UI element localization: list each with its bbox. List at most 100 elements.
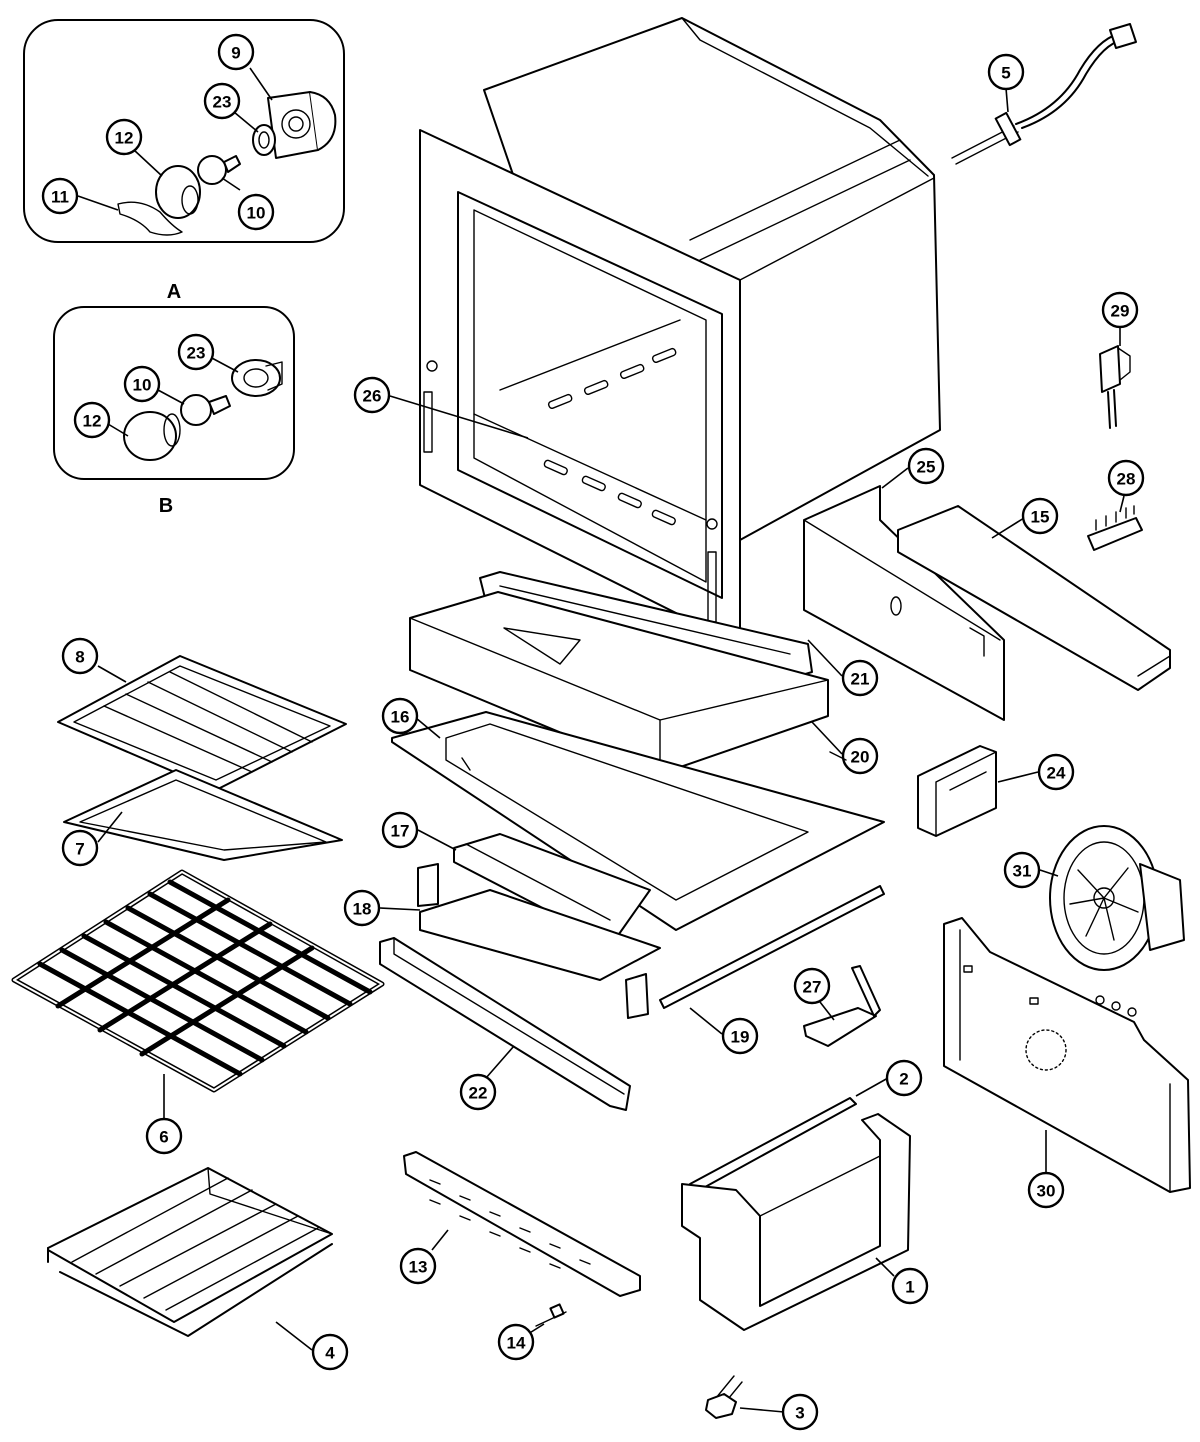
bottom-panel-16-part [391, 711, 885, 931]
callout-number: 16 [391, 708, 410, 727]
callout-21: 21 [841, 659, 879, 697]
tray-17-part [453, 833, 651, 945]
broiler-grid-8-part [57, 655, 347, 791]
callout-31: 31 [1003, 851, 1041, 889]
broil-rack-4-part [47, 1167, 333, 1337]
callout-number: 27 [803, 978, 822, 997]
callout-11: 11 [41, 177, 79, 215]
callout-number: 15 [1031, 508, 1050, 527]
callout-number: 17 [391, 822, 410, 841]
channel-15-part [897, 505, 1171, 691]
terminal-block-29-part [1099, 345, 1131, 429]
callout-number: 12 [115, 129, 134, 148]
callout-30: 30 [1027, 1171, 1065, 1209]
callout-15: 15 [1021, 497, 1059, 535]
callout-number: 6 [159, 1128, 168, 1147]
callout-number: 23 [187, 344, 206, 363]
callout-4: 4 [311, 1333, 349, 1371]
callout-number: 19 [731, 1028, 750, 1047]
bracket-24-part [917, 745, 997, 837]
callout-number: 30 [1037, 1182, 1056, 1201]
inset-a: 9 23 12 10 11 A [23, 19, 345, 303]
callout-25: 25 [907, 447, 945, 485]
callout-3: 3 [781, 1393, 819, 1431]
callout-1: 1 [891, 1267, 929, 1305]
callout-26: 26 [353, 376, 391, 414]
callout-10: 10 [123, 365, 161, 403]
terminal-block-28-part [1087, 505, 1143, 551]
callout-19: 19 [721, 1017, 759, 1055]
bracket-27-part [803, 965, 881, 1047]
oven-rack-6-part [11, 869, 385, 1093]
callout-28: 28 [1107, 459, 1145, 497]
socket-seal-b-part [231, 359, 283, 397]
callout-number: 31 [1013, 862, 1032, 881]
callout-10: 10 [237, 193, 275, 231]
callout-number: 26 [363, 387, 382, 406]
inset-a-label: A [167, 281, 181, 303]
bulb-cover-b-part [123, 411, 181, 461]
callout-number: 8 [75, 648, 84, 667]
callout-number: 20 [851, 748, 870, 767]
callout-number: 21 [851, 670, 870, 689]
rear-panel-25-part [803, 485, 1005, 721]
callout-number: 23 [213, 93, 232, 112]
callout-number: 18 [353, 900, 372, 919]
callout-number: 25 [917, 458, 936, 477]
bulb-b-part [180, 394, 231, 426]
bulb-cover-part [155, 165, 201, 219]
callout-number: 4 [325, 1344, 335, 1363]
screw-14-part [535, 1303, 567, 1327]
callout-2: 2 [885, 1059, 923, 1097]
side-rail-19-part [625, 885, 885, 1019]
callout-27: 27 [793, 967, 831, 1005]
callout-23: 23 [203, 82, 241, 120]
callout-number: 5 [1001, 64, 1010, 83]
callout-14: 14 [497, 1323, 535, 1361]
callout-22: 22 [459, 1073, 497, 1111]
callout-number: 12 [83, 412, 102, 431]
callout-number: 11 [51, 188, 69, 207]
callout-number: 1 [905, 1278, 914, 1297]
callout-number: 10 [247, 204, 266, 223]
callout-number: 24 [1047, 764, 1066, 783]
callout-8: 8 [61, 637, 99, 675]
callout-number: 14 [507, 1334, 526, 1353]
callout-number: 29 [1111, 302, 1130, 321]
light-socket-part [267, 91, 337, 159]
callout-29: 29 [1101, 291, 1139, 329]
oven-cavity-part [419, 17, 941, 646]
callout-number: 22 [469, 1084, 488, 1103]
broiler-pan-7-part [63, 769, 343, 861]
callout-16: 16 [381, 697, 419, 735]
callout-12: 12 [73, 401, 111, 439]
callout-number: 7 [75, 840, 84, 859]
callout-7: 7 [61, 829, 99, 867]
callout-18: 18 [343, 889, 381, 927]
callout-number: 2 [899, 1070, 908, 1089]
callout-number: 13 [409, 1258, 428, 1277]
callout-number: 28 [1117, 470, 1136, 489]
callout-number: 3 [795, 1404, 804, 1423]
callout-number: 10 [133, 376, 152, 395]
callout-24: 24 [1037, 753, 1075, 791]
front-rail-22-part [379, 937, 631, 1111]
socket-seal-part [252, 124, 276, 156]
callout-9: 9 [217, 33, 255, 71]
vent-panel-13-part [403, 1151, 641, 1297]
callout-12: 12 [105, 118, 143, 156]
convection-fan-31-part [1049, 825, 1185, 971]
bulb-part [197, 155, 241, 185]
insulation-18-part [417, 863, 661, 981]
callout-20: 20 [841, 737, 879, 775]
callout-number: 9 [231, 44, 240, 63]
power-cord-part [951, 23, 1137, 165]
callout-13: 13 [399, 1247, 437, 1285]
callout-23: 23 [177, 333, 215, 371]
leveling-leg-3-part [705, 1375, 743, 1419]
inset-b: 23 10 12 B [53, 306, 295, 517]
rail-2-part [689, 1097, 857, 1193]
inset-b-label: B [159, 495, 173, 517]
callout-5: 5 [987, 53, 1025, 91]
